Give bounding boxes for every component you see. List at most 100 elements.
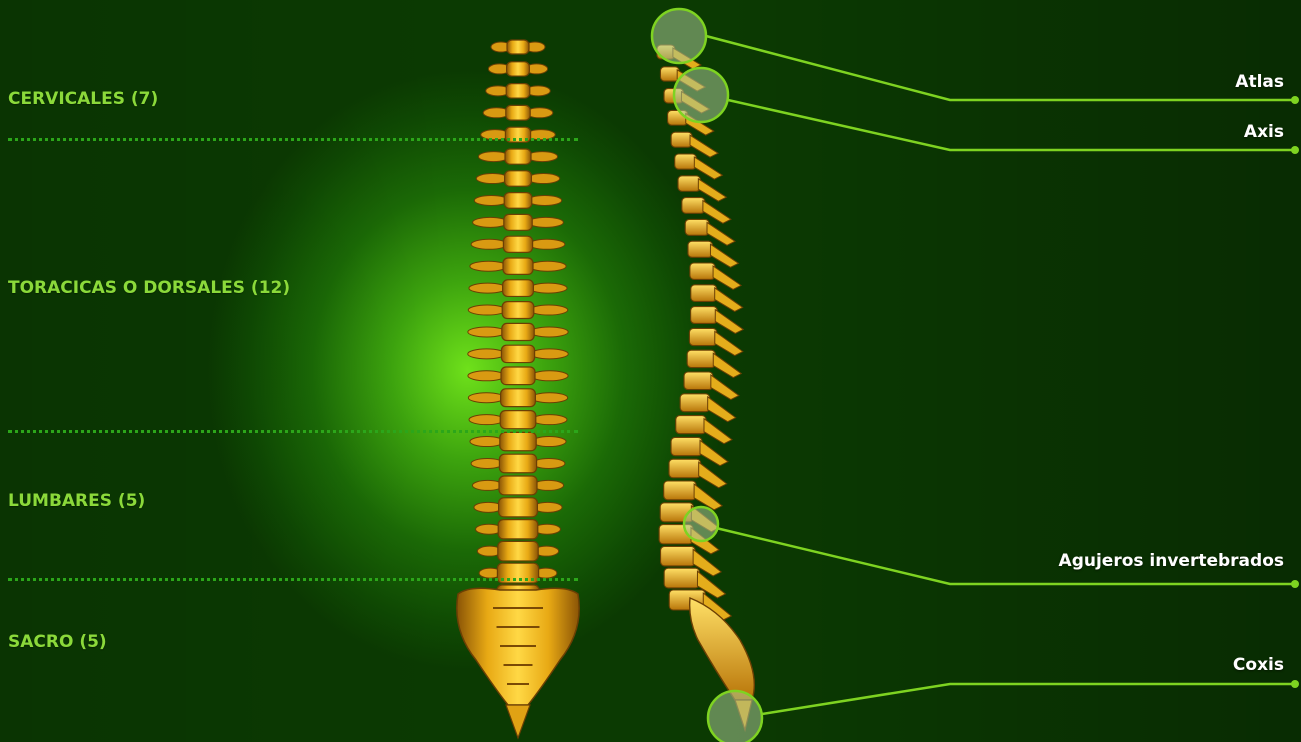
region-label-sacro: SACRO (5) (8, 632, 107, 652)
region-label-toracicas: TORACICAS O DORSALES (12) (8, 278, 290, 298)
side-vertebra (671, 132, 718, 157)
side-vertebra-body (661, 546, 696, 566)
front-vertebra-process-right (531, 371, 568, 381)
front-vertebra-process-right (530, 327, 568, 337)
atlas-callout-line (706, 36, 1295, 100)
front-vertebra (468, 302, 568, 319)
atlas-circle (652, 9, 706, 63)
front-vertebra-body (502, 302, 534, 319)
side-vertebra-spinous-process (704, 419, 732, 444)
front-vertebra-process-right (533, 458, 565, 468)
side-vertebra-body (680, 394, 710, 412)
callout-label-axis: Axis (1244, 122, 1284, 142)
region-label-lumbares: LUMBARES (5) (8, 491, 145, 511)
side-vertebra-body (691, 307, 718, 324)
front-vertebra-body (506, 105, 530, 120)
front-vertebra-process-left (470, 261, 507, 271)
front-vertebra-process-left (473, 217, 508, 227)
front-vertebra (476, 171, 559, 186)
side-vertebra-spinous-process (713, 353, 741, 377)
front-vertebra (476, 520, 561, 539)
front-vertebra-process-right (529, 283, 567, 293)
front-vertebra (469, 280, 567, 297)
front-vertebra-process-right (532, 415, 567, 425)
coxis-circle (708, 691, 762, 742)
front-vertebra (468, 367, 568, 385)
front-vertebra-body (502, 323, 534, 340)
side-vertebra-body (671, 132, 692, 147)
front-vertebra-process-right (529, 239, 565, 249)
side-vertebra-body (660, 67, 679, 81)
front-vertebra (488, 62, 547, 76)
side-vertebra-spinous-process (713, 266, 741, 289)
side-vertebra-body (671, 437, 702, 455)
side-vertebra-body (675, 154, 697, 169)
front-vertebra-process-right (530, 305, 568, 315)
side-vertebra-body (684, 372, 713, 390)
side-vertebra-spinous-process (710, 244, 738, 267)
front-vertebra (483, 105, 553, 120)
axis-circle (674, 68, 728, 122)
front-vertebra (469, 411, 567, 429)
front-vertebra (470, 258, 566, 274)
front-vertebra-process-left (468, 393, 504, 403)
callout-label-atlas: Atlas (1235, 72, 1284, 92)
front-vertebra-body (500, 411, 536, 429)
front-vertebra (474, 498, 562, 517)
front-vertebra-body (503, 280, 534, 297)
front-vertebra (472, 476, 563, 495)
front-vertebra-process-left (468, 371, 505, 381)
side-vertebra-body (691, 285, 717, 302)
front-vertebra-process-left (474, 195, 508, 205)
side-vertebra-spinous-process (708, 397, 736, 422)
front-vertebra (471, 236, 565, 252)
front-vertebra-body (500, 432, 536, 450)
front-vertebra-process-left (468, 327, 506, 337)
front-vertebra (486, 84, 551, 98)
front-vertebra (491, 40, 545, 54)
callout-label-coxis: Coxis (1233, 655, 1284, 675)
front-vertebra-process-left (468, 305, 506, 315)
side-vertebra-spinous-process (700, 440, 728, 465)
front-vertebra-body (507, 40, 529, 54)
front-vertebra (477, 541, 558, 561)
callout-end-dots (1291, 96, 1299, 688)
front-vertebra-process-left (469, 415, 504, 425)
front-vertebra (468, 345, 569, 362)
front-vertebra-body (499, 476, 537, 495)
side-vertebra-body (676, 416, 706, 434)
side-spine (657, 45, 754, 730)
front-vertebra-process-right (532, 437, 566, 447)
divider-thoracic-lumbar (8, 430, 578, 433)
divider-lumbar-sacral (8, 578, 578, 581)
front-vertebra-body (498, 520, 538, 539)
front-vertebra-process-left (468, 349, 506, 359)
front-vertebra (468, 389, 567, 407)
front-vertebra-body (501, 389, 536, 407)
region-label-cervicales: CERVICALES (7) (8, 89, 158, 109)
divider-cervical-thoracic (8, 138, 578, 141)
front-vertebra-process-left (471, 239, 507, 249)
side-vertebra-body (664, 568, 699, 588)
side-vertebra-body (682, 198, 705, 214)
front-vertebra-body (501, 345, 534, 362)
side-vertebra-body (669, 459, 701, 478)
front-vertebra (473, 214, 564, 230)
side-vertebra-body (678, 176, 700, 191)
front-coccyx (506, 705, 530, 738)
coxis-end-dot (1291, 680, 1299, 688)
front-vertebra-body (506, 84, 530, 98)
side-vertebra-body (690, 263, 715, 279)
front-vertebra (470, 432, 566, 450)
front-vertebra-process-left (469, 283, 507, 293)
callout-lines (706, 36, 1295, 714)
front-vertebra (471, 454, 565, 473)
coxis-callout-line (762, 684, 1295, 714)
front-vertebra-body (498, 541, 538, 561)
side-vertebra-spinous-process (711, 375, 739, 400)
agujeros-circle (684, 507, 718, 541)
front-vertebra (474, 193, 561, 209)
front-spine (457, 40, 579, 738)
side-vertebra-body (689, 328, 716, 345)
